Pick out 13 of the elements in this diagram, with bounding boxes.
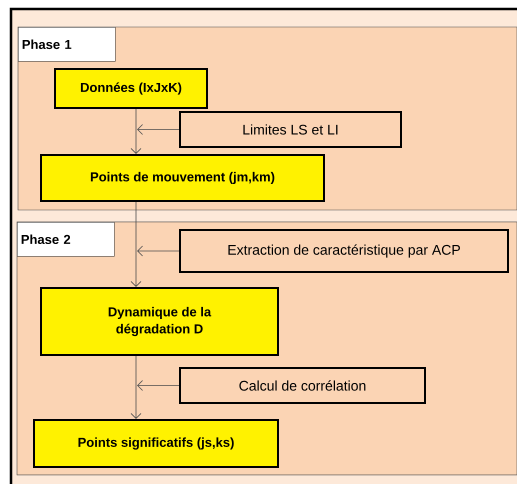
arrow xyxy=(130,108,142,154)
arrow xyxy=(137,124,180,135)
input-box: Extraction de caractéristique par ACP xyxy=(179,229,509,273)
process-box: Données (IxJxK) xyxy=(54,68,208,109)
input-box: Calcul de corrélation xyxy=(179,366,426,404)
process-box: Points de mouvement (jm,km) xyxy=(40,154,325,202)
process-box: Dynamique de la dégradation D xyxy=(40,286,279,356)
process-box: Points significatifs (js,ks) xyxy=(33,418,279,468)
arrow xyxy=(137,380,180,391)
arrow xyxy=(137,246,180,256)
input-box: Limites LS et LI xyxy=(179,111,402,148)
arrow xyxy=(130,202,142,287)
arrow xyxy=(130,356,142,419)
